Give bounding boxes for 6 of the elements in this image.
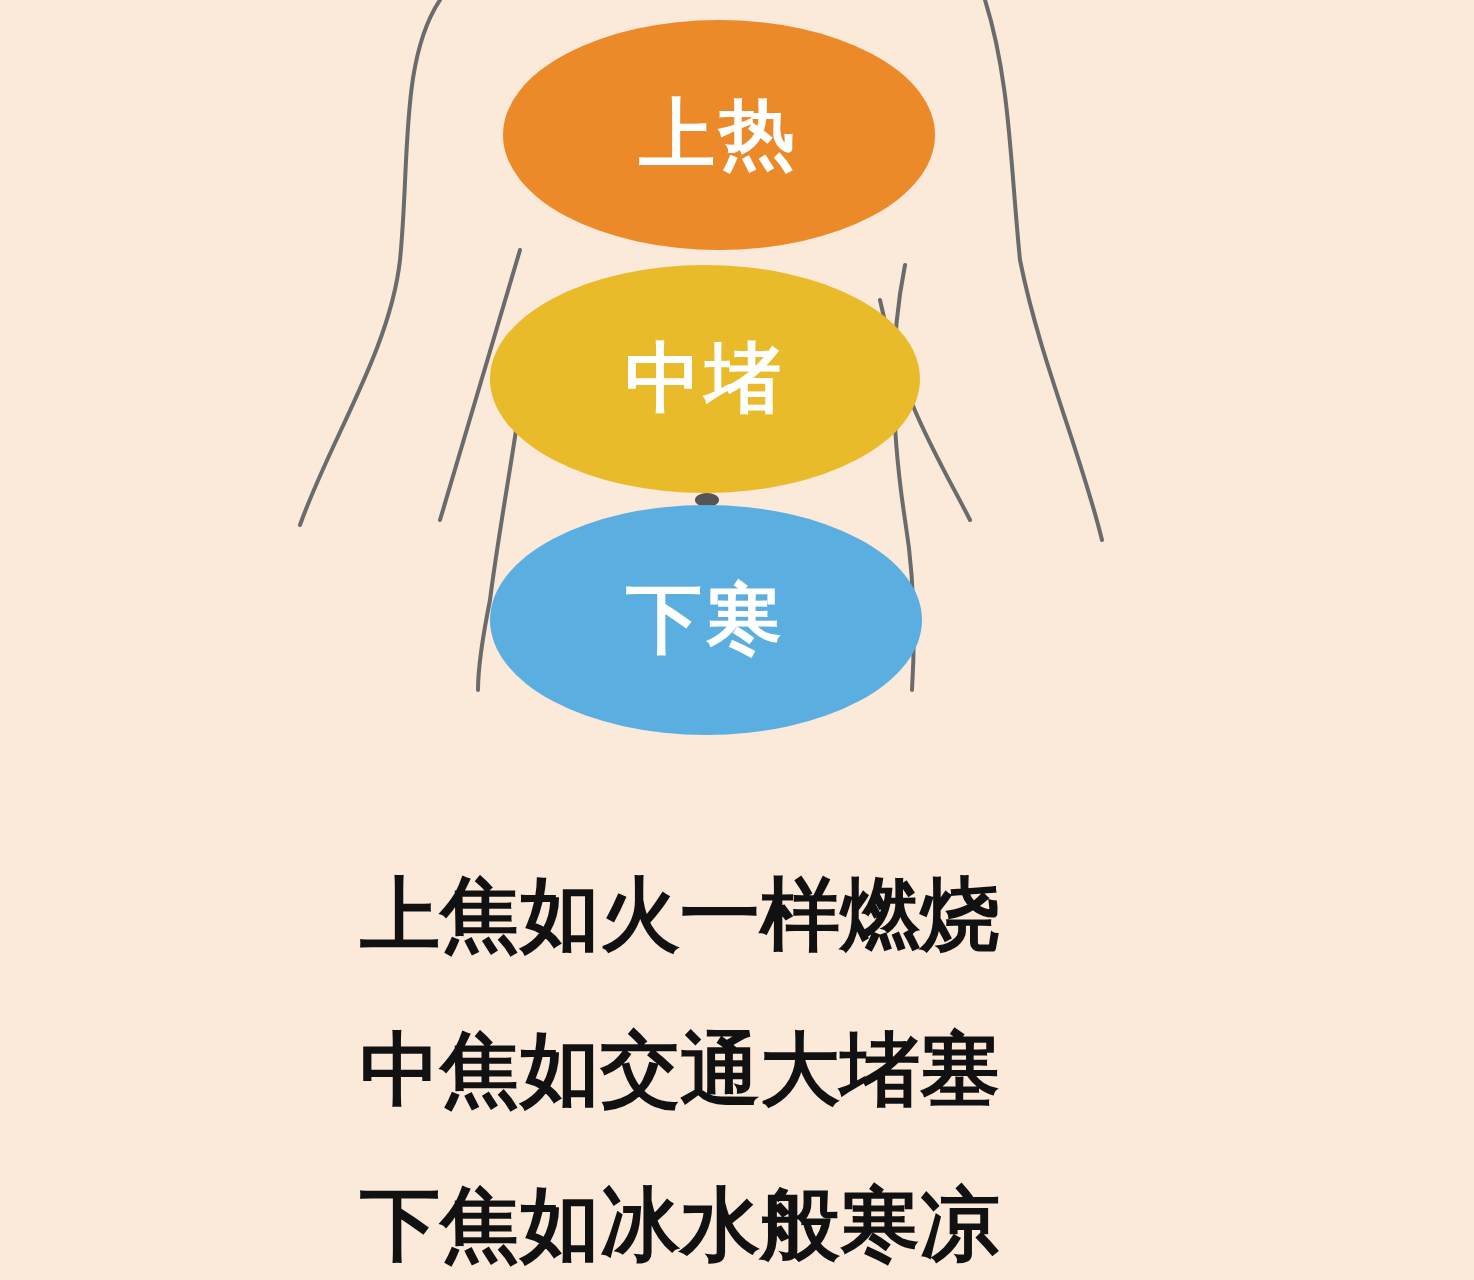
description-text: 上焦如火一样燃烧	[360, 867, 1001, 963]
zone-label: 上热	[639, 87, 799, 180]
description-text: 下焦如冰水般寒凉	[360, 1177, 1001, 1273]
zone-label: 下寒	[626, 572, 786, 665]
zone-label: 中堵	[625, 331, 785, 424]
description-text: 中焦如交通大堵塞	[360, 1022, 1001, 1118]
